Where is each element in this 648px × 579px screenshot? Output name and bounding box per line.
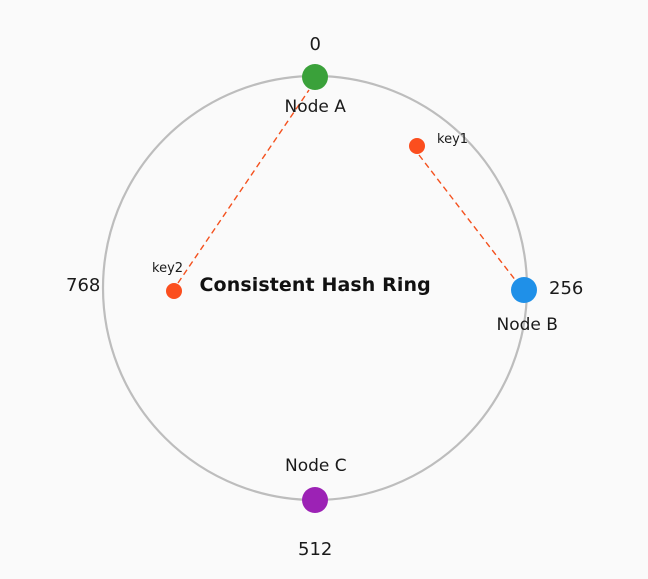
position-label-256: 256 [549,277,584,299]
link-key2-node-a [177,89,310,284]
position-label-768: 768 [66,274,101,296]
node-markers [302,64,537,513]
position-label-0: 0 [309,33,321,55]
link-key1-node-b [418,154,517,282]
node-a-label: Node A [284,97,346,117]
node-c-marker[interactable] [302,487,328,513]
key2-label: key2 [152,260,184,276]
key2-marker[interactable] [166,283,182,299]
key-assignment-links [177,89,517,284]
node-a-marker[interactable] [302,64,328,90]
node-b-label: Node B [496,315,558,335]
node-c-label: Node C [285,456,347,476]
position-label-512: 512 [298,538,333,560]
key1-label: key1 [437,131,469,147]
key-markers [166,138,425,299]
node-b-marker[interactable] [511,277,537,303]
page-title: Consistent Hash Ring [199,274,431,296]
key1-marker[interactable] [409,138,425,154]
